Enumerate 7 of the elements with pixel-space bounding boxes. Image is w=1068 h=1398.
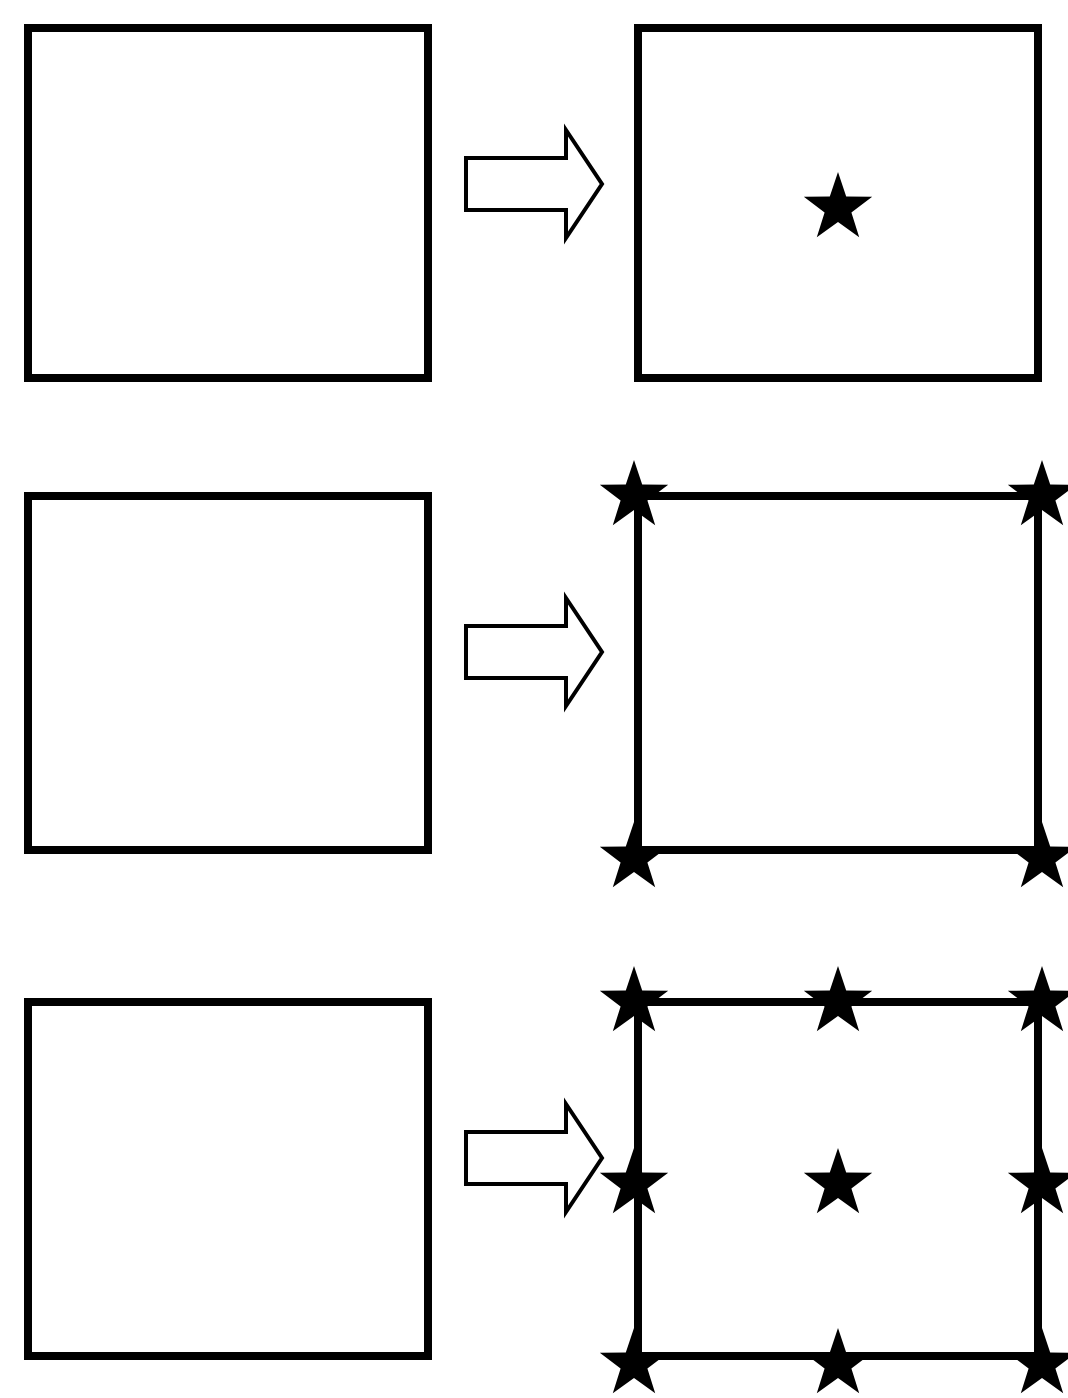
block-arrow (464, 591, 605, 713)
empty-box (24, 998, 432, 1360)
empty-box (634, 24, 1042, 382)
empty-box (24, 24, 432, 382)
block-arrow (464, 123, 605, 245)
block-arrow (464, 1097, 605, 1219)
empty-box (24, 492, 432, 854)
